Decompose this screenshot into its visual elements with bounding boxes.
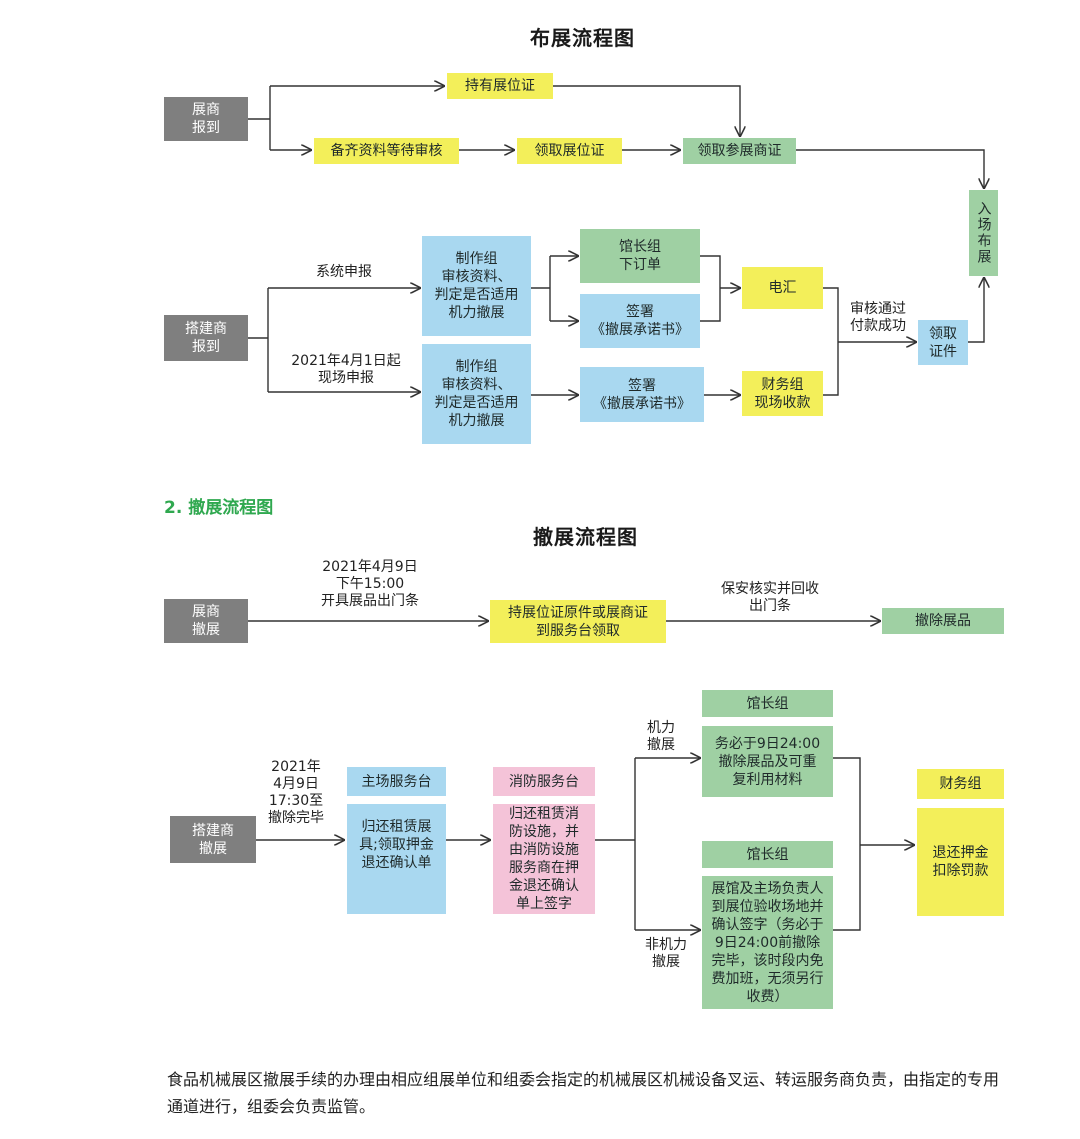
- node-finance-text: 退还押金 扣除罚款: [917, 808, 1004, 916]
- label-machine: 机力 撤展: [647, 720, 675, 753]
- node-finance-onsite: 财务组 现场收款: [742, 371, 823, 416]
- node-sign-commitment-2: 签署 《撤展承诺书》: [580, 367, 704, 422]
- node-get-booth-cert: 领取展位证: [517, 138, 622, 164]
- footer-paragraph: 食品机械展区撤展手续的办理由相应组展单位和组委会指定的机械展区机械设备叉运、转运…: [167, 1070, 1000, 1116]
- node-fire-desk-label: 消防服务台: [493, 767, 595, 796]
- node-hall-text-1: 务必于9日24:00 撤除展品及可重 复利用材料: [702, 726, 833, 797]
- node-hall-group-2: 馆长组: [702, 841, 833, 868]
- node-prepare-docs: 备齐资料等待审核: [314, 138, 459, 164]
- node-hall-group-1: 馆长组: [702, 690, 833, 717]
- label-onsite-apply: 2021年4月1日起 现场申报: [291, 353, 401, 386]
- node-builder-teardown: 搭建商 撤展: [170, 816, 256, 863]
- label-system-apply: 系统申报: [316, 264, 372, 280]
- node-exhibitor-teardown: 展商 撤展: [164, 599, 248, 643]
- setup-flow-title: 布展流程图: [530, 26, 635, 50]
- node-remove-exhibits: 撤除展品: [882, 608, 1004, 634]
- node-production-review-2: 制作组 审核资料、 判定是否适用 机力撤展: [422, 344, 531, 444]
- node-hold-cert: 持展位证原件或展商证 到服务台领取: [490, 600, 666, 643]
- label-pass-time: 2021年4月9日 下午15:00 开具展品出门条: [321, 559, 419, 609]
- node-hold-booth-cert: 持有展位证: [447, 73, 553, 99]
- node-get-exhibitor-cert: 领取参展商证: [683, 138, 796, 164]
- node-enter-venue: 入场布展: [969, 190, 998, 276]
- node-production-review-1: 制作组 审核资料、 判定是否适用 机力撤展: [422, 236, 531, 336]
- section-heading: 2. 撤展流程图: [164, 498, 274, 518]
- node-hall-manager-order: 馆长组 下订单: [580, 229, 700, 283]
- label-review-paid: 审核通过 付款成功: [850, 301, 906, 334]
- node-fire-desk-text: 归还租赁消 防设施，并 由消防设施 服务商在押 金退还确认 单上签字: [493, 804, 595, 914]
- node-main-desk-label: 主场服务台: [347, 767, 446, 796]
- node-wire-transfer: 电汇: [742, 267, 823, 309]
- teardown-flow-title: 撤展流程图: [533, 525, 638, 549]
- label-non-machine: 非机力 撤展: [645, 937, 687, 970]
- label-builder-time: 2021年 4月9日 17:30至 撤除完毕: [268, 759, 324, 826]
- label-security-check: 保安核实并回收 出门条: [721, 581, 819, 614]
- node-sign-commitment-1: 签署 《撤展承诺书》: [580, 294, 700, 348]
- node-main-desk-text: 归还租赁展 具;领取押金 退还确认单: [347, 804, 446, 914]
- node-builder-checkin: 搭建商 报到: [164, 315, 248, 361]
- node-get-certificates: 领取 证件: [918, 320, 968, 365]
- node-exhibitor-checkin: 展商 报到: [164, 97, 248, 141]
- node-hall-text-2: 展馆及主场负责人 到展位验收场地并 确认签字（务必于 9日24:00前撤除 完毕…: [702, 876, 833, 1009]
- node-finance-label: 财务组: [917, 769, 1004, 799]
